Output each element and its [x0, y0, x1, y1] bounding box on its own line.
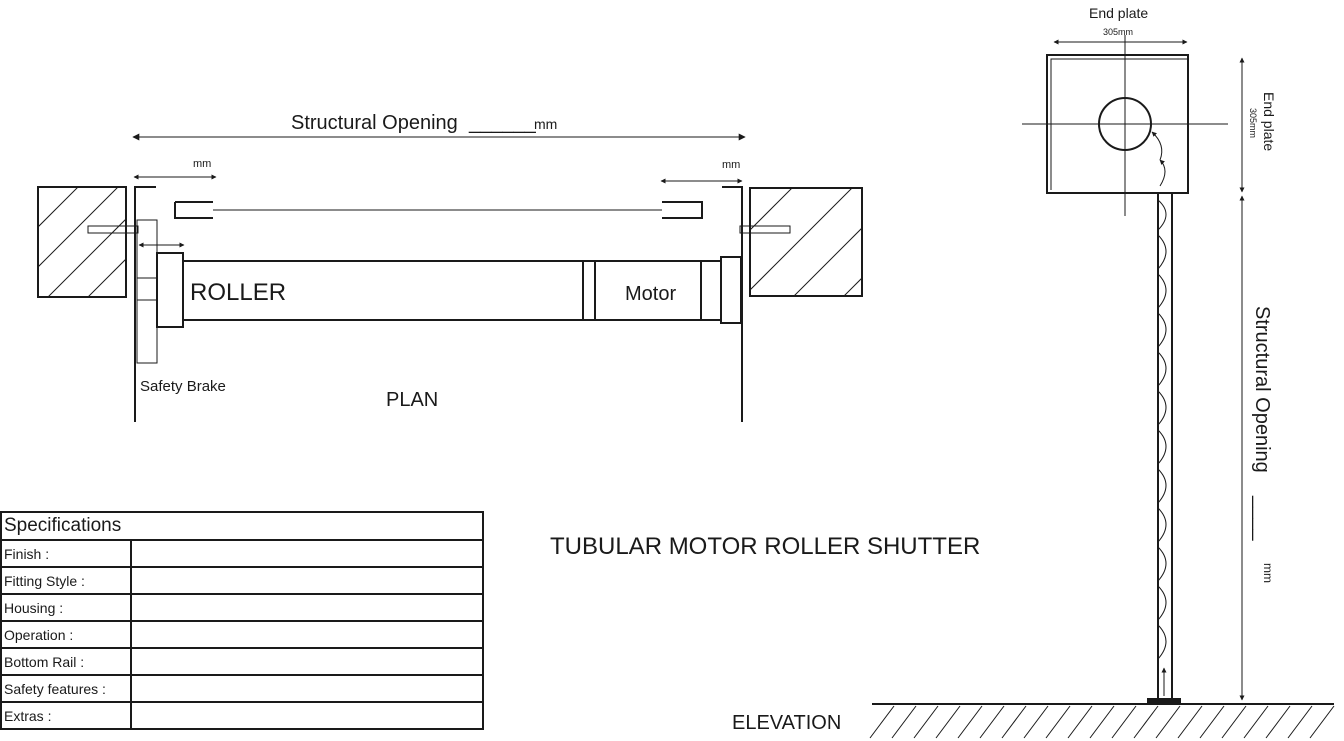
spec-label: Housing : — [0, 593, 132, 622]
elevation-view-label: ELEVATION — [732, 712, 841, 734]
plan-view: Structural Opening ______ mm mm mm — [37, 112, 863, 422]
elevation-opening-blank: ____ — [1251, 495, 1273, 541]
spec-label: Bottom Rail : — [0, 647, 132, 676]
spec-label: Finish : — [0, 539, 132, 568]
specifications-header-row: Specifications — [0, 511, 484, 541]
plan-opening-label: Structural Opening — [291, 112, 458, 134]
spec-label: Fitting Style : — [0, 566, 132, 595]
right-wall — [749, 187, 863, 297]
spec-value-field[interactable] — [130, 593, 484, 622]
elevation-view: End plate 305mm End plate 305mm — [732, 5, 1335, 739]
spec-row: Operation : — [0, 620, 484, 649]
specifications-heading: Specifications — [0, 511, 484, 541]
end-plate-top-dim: 305mm — [1103, 27, 1133, 37]
elevation-opening-label: Structural Opening — [1251, 306, 1273, 473]
plan-left-side-unit: mm — [193, 158, 211, 170]
plan-opening-blank: ______ — [468, 112, 537, 134]
left-wall — [37, 186, 127, 298]
elevation-opening-unit: mm — [1261, 563, 1275, 583]
spec-value-field[interactable] — [130, 620, 484, 649]
spec-value-field[interactable] — [130, 566, 484, 595]
safety-brake — [136, 219, 158, 364]
roller-axle — [1098, 97, 1152, 151]
plan-right-side-unit: mm — [722, 159, 740, 171]
drawing-title: TUBULAR MOTOR ROLLER SHUTTER — [550, 533, 980, 560]
spec-row: Safety features : — [0, 674, 484, 703]
spec-label: Operation : — [0, 620, 132, 649]
spec-label: Safety features : — [0, 674, 132, 703]
spec-label: Extras : — [0, 701, 132, 730]
spec-row: Finish : — [0, 539, 484, 568]
plan-view-label: PLAN — [386, 389, 438, 411]
safety-brake-label: Safety Brake — [140, 378, 226, 395]
floor — [869, 703, 1335, 739]
spec-value-field[interactable] — [130, 674, 484, 703]
end-plate-side-dim: 305mm — [1248, 108, 1258, 138]
spec-value-field[interactable] — [130, 539, 484, 568]
end-plate-side-label: End plate — [1261, 92, 1277, 151]
shutter-curtain — [1147, 193, 1181, 704]
spec-row: Extras : — [0, 701, 484, 730]
spec-value-field[interactable] — [130, 701, 484, 730]
end-plate-top-label: End plate — [1089, 5, 1148, 21]
motor-label: Motor — [625, 283, 676, 305]
roller-label: ROLLER — [190, 279, 286, 306]
plan-opening-unit: mm — [534, 116, 557, 132]
spec-row: Bottom Rail : — [0, 647, 484, 676]
spec-row: Housing : — [0, 593, 484, 622]
specifications-table: Specifications Finish :Fitting Style :Ho… — [0, 511, 484, 730]
spec-value-field[interactable] — [130, 647, 484, 676]
spec-row: Fitting Style : — [0, 566, 484, 595]
